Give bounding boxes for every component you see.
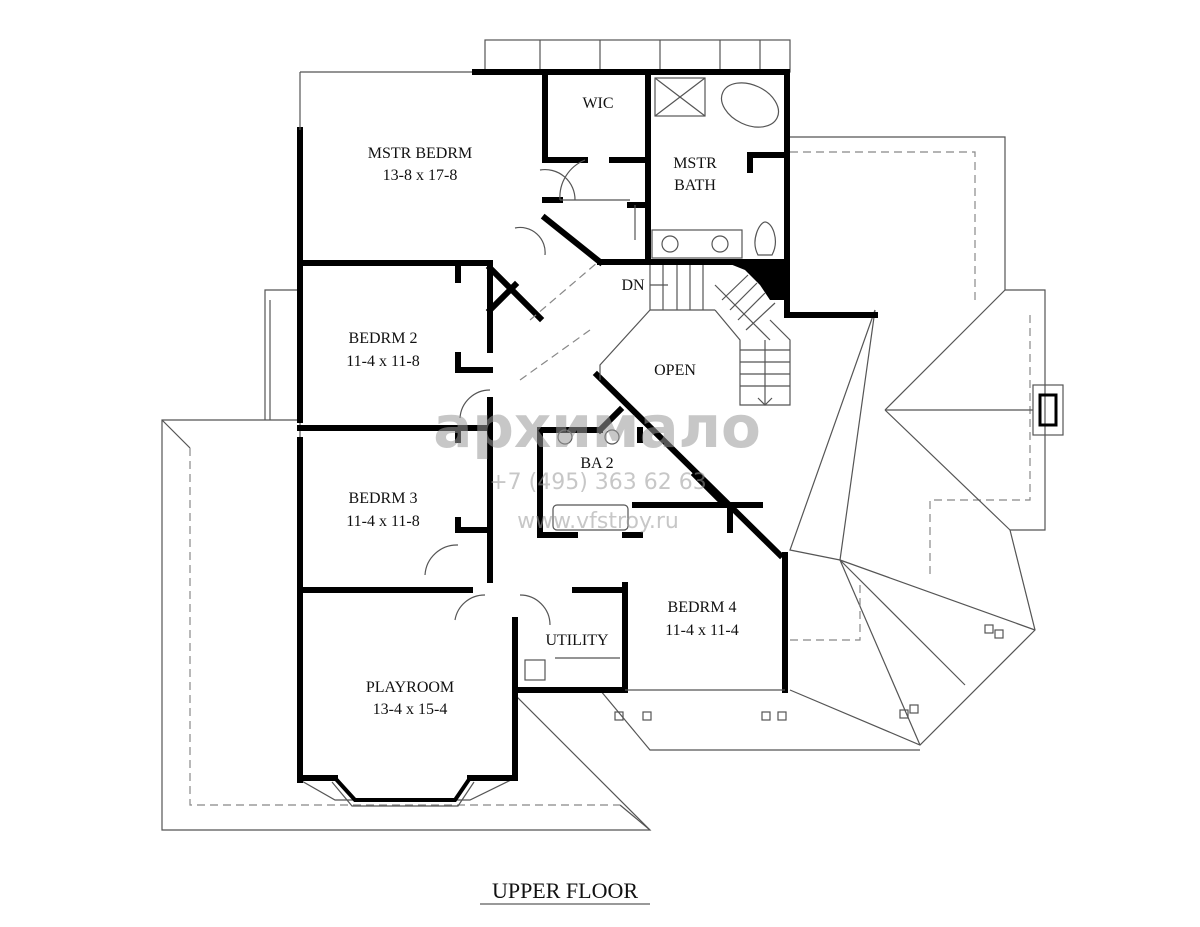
room-size-bedroom2: 11-4 x 11-8 <box>346 353 419 370</box>
walls <box>297 69 878 807</box>
balcony <box>484 39 791 73</box>
room-label-master-bath-1: MSTR <box>673 155 717 172</box>
room-label-bedroom3: BEDRM 3 <box>349 490 418 507</box>
room-size-master-bedroom: 13-8 x 17-8 <box>383 167 458 184</box>
room-label-bedroom4: BEDRM 4 <box>668 599 737 616</box>
watermark-logo: архимало <box>433 393 761 461</box>
roof-left <box>161 289 652 831</box>
watermark-url: www.vfstroy.ru <box>517 509 679 534</box>
room-label-utility: UTILITY <box>545 632 609 649</box>
room-label-wic: WIC <box>582 95 613 112</box>
room-size-bedroom3: 11-4 x 11-8 <box>346 513 419 530</box>
room-label-open: OPEN <box>654 362 696 379</box>
roof-right <box>599 136 1064 751</box>
watermark: архимало +7 (495) 363 62 63 www.vfstroy.… <box>433 393 761 534</box>
room-size-playroom: 13-4 x 15-4 <box>373 701 448 718</box>
room-label-master-bath-2: BATH <box>674 177 716 194</box>
stairs-down-label: DN <box>621 277 645 294</box>
room-label-playroom: PLAYROOM <box>366 679 454 696</box>
room-label-bedroom2: BEDRM 2 <box>349 330 418 347</box>
staircase <box>519 261 791 406</box>
fixtures <box>424 77 780 681</box>
watermark-phone: +7 (495) 363 62 63 <box>489 470 707 495</box>
floor-title: UPPER FLOOR <box>492 878 638 903</box>
room-label-bath2: BA 2 <box>580 455 613 472</box>
room-label-master-bedroom: MSTR BEDRM <box>368 145 472 162</box>
room-size-bedroom4: 11-4 x 11-4 <box>665 622 738 639</box>
